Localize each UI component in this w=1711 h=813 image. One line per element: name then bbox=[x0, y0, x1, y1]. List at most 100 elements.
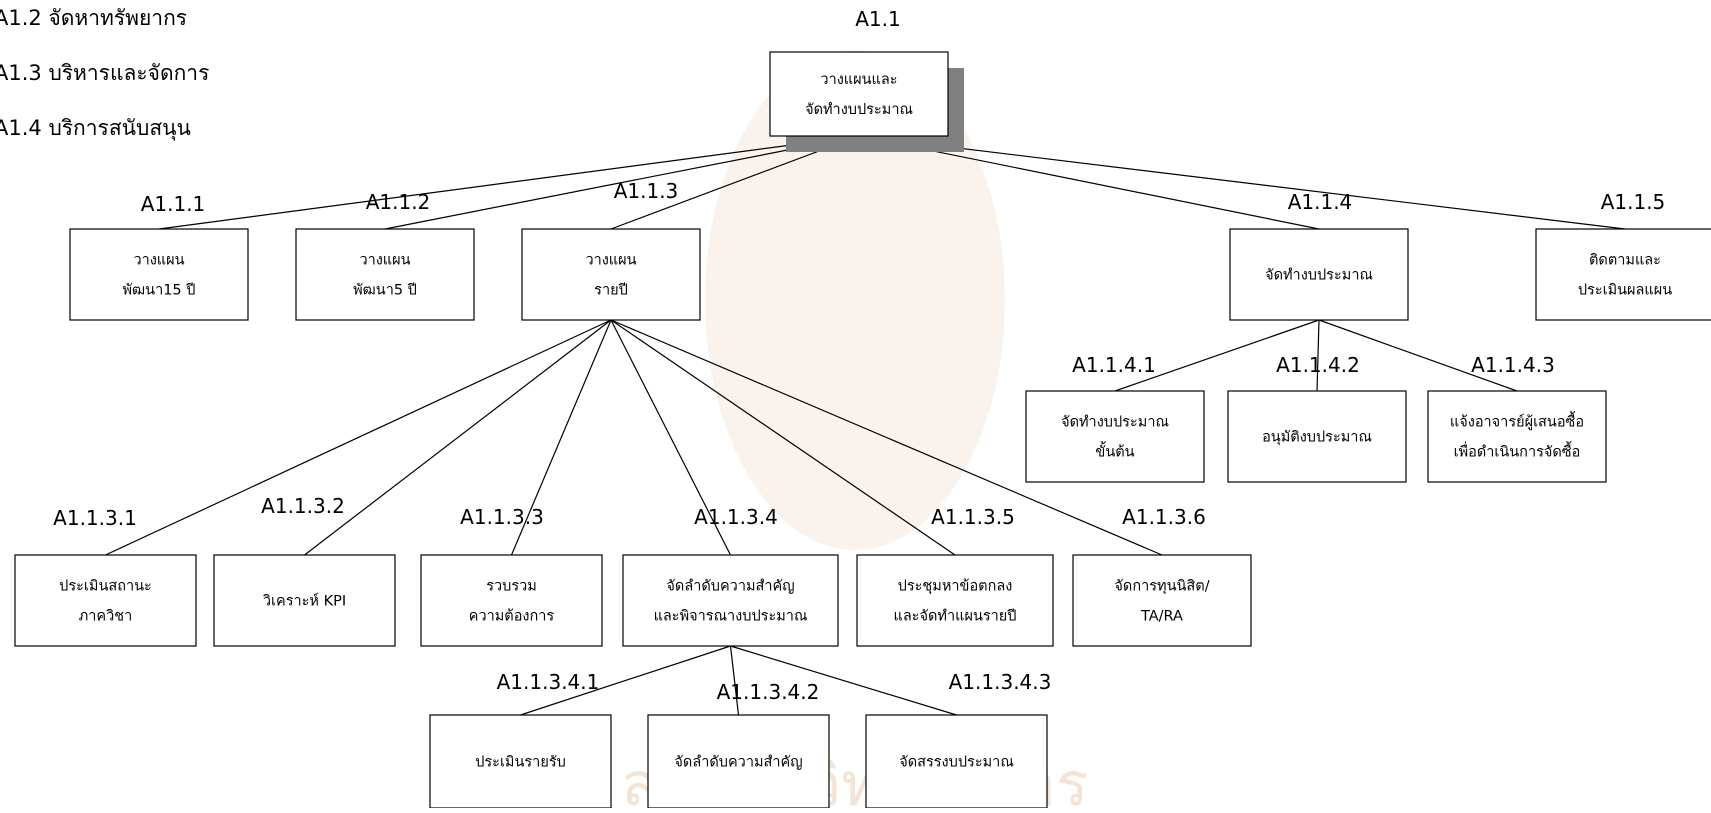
node-box bbox=[429, 714, 612, 809]
node-a1-1-4-3: แจ้งอาจารย์ผู้เสนอซื้อเพื่อดำเนินการจัดซ… bbox=[1427, 353, 1607, 483]
node-box bbox=[647, 714, 830, 809]
node-code: A1.1.3 bbox=[614, 179, 679, 203]
node-box bbox=[14, 554, 197, 647]
node-label-line: วางแผน bbox=[359, 253, 410, 269]
node-label-line: ภาควิชา bbox=[79, 609, 133, 625]
node-code: A1.1.3.3 bbox=[460, 505, 544, 529]
node-label-line: จัดลำดับความสำคัญ bbox=[666, 579, 794, 595]
node-label-line: ติดตามและ bbox=[1589, 253, 1661, 269]
node-box bbox=[1229, 228, 1409, 321]
node-a1-1-3-4-3: จัดสรรงบประมาณ A1.1.3.4.3 bbox=[865, 670, 1052, 809]
node-box bbox=[521, 228, 701, 321]
node-label-line: ประเมินรายรับ bbox=[475, 755, 566, 771]
edge-a1-1-3-to-a1-1-3-3 bbox=[510, 319, 612, 556]
edge-a1-1-4-to-a1-1-4-3 bbox=[1318, 319, 1518, 392]
node-label-line: จัดลำดับความสำคัญ bbox=[674, 755, 802, 771]
node-label-line: จัดสรรงบประมาณ bbox=[899, 755, 1014, 771]
edge-a1-1-3-to-a1-1-3-1 bbox=[105, 319, 612, 556]
node-code: A1.1.3.5 bbox=[931, 505, 1015, 529]
node-box bbox=[865, 714, 1048, 809]
node-label-line: จัดทำงบประมาณ bbox=[1265, 268, 1373, 284]
node-code: A1.1.3.2 bbox=[261, 494, 345, 518]
legend: A1.2 จัดหาทรัพยากร A1.3 บริหารและจัดการ … bbox=[0, 6, 209, 141]
node-label-line: ประชุมหาข้อตกลง bbox=[898, 578, 1013, 595]
node-label-line: และจัดทำแผนรายปี bbox=[893, 608, 1016, 625]
node-label-line: วางแผนและ bbox=[820, 72, 897, 88]
node-label-line: วิเคราะห์ KPI bbox=[263, 593, 346, 610]
node-box bbox=[1227, 390, 1407, 483]
node-label-line: พัฒนา5 ปี bbox=[353, 282, 417, 299]
node-code: A1.1.2 bbox=[366, 190, 431, 214]
edge-a1-1-3-4-to-a1-1-3-4-3 bbox=[730, 645, 957, 716]
node-label-line: วางแผน bbox=[585, 253, 636, 269]
node-code: A1.1 bbox=[855, 7, 901, 31]
connector-lines bbox=[105, 135, 1626, 716]
edge-a1-1-3-to-a1-1-3-2 bbox=[304, 319, 612, 556]
node-label-line: จัดการทุนนิสิต/ bbox=[1114, 579, 1209, 595]
node-a1-1-3-4-2: จัดลำดับความสำคัญ A1.1.3.4.2 bbox=[647, 680, 830, 809]
node-box bbox=[856, 554, 1054, 647]
node-box bbox=[1535, 228, 1711, 321]
node-label-line: และพิจารณางบประมาณ bbox=[654, 609, 808, 625]
node-label-line: จัดทำงบประมาณ bbox=[805, 102, 913, 118]
node-a1-1-3-6: จัดการทุนนิสิต/TA/RA A1.1.3.6 bbox=[1072, 505, 1252, 647]
edge-a1-1-to-a1-1-1 bbox=[158, 135, 860, 230]
node-box bbox=[769, 51, 949, 137]
node-code: A1.1.4.1 bbox=[1072, 353, 1156, 377]
node-label-line: ประเมินผลแผน bbox=[1578, 283, 1672, 299]
edge-a1-1-3-to-a1-1-3-6 bbox=[610, 319, 1163, 556]
node-label-line: พัฒนา15 ปี bbox=[123, 282, 196, 299]
node-label-line: วางแผน bbox=[133, 253, 184, 269]
node-label-line: แจ้งอาจารย์ผู้เสนอซื้อ bbox=[1450, 411, 1584, 431]
node-label-line: ความต้องการ bbox=[469, 608, 555, 625]
node-code: A1.1.4 bbox=[1288, 190, 1353, 214]
node-label-line: อนุมัติงบประมาณ bbox=[1262, 430, 1372, 446]
node-code: A1.1.1 bbox=[141, 192, 206, 216]
node-box bbox=[622, 554, 839, 647]
node-code: A1.1.3.1 bbox=[53, 506, 137, 530]
node-label-line: รายปี bbox=[594, 282, 628, 299]
node-code: A1.1.5 bbox=[1601, 190, 1666, 214]
node-label-line: ขั้นต้น bbox=[1095, 441, 1134, 461]
node-code: A1.1.3.6 bbox=[1122, 505, 1206, 529]
edge-a1-1-to-a1-1-2 bbox=[384, 135, 860, 230]
node-label-line: TA/RA bbox=[1140, 609, 1183, 625]
node-label-line: รวบรวม bbox=[486, 579, 537, 595]
node-box bbox=[295, 228, 475, 321]
node-code: A1.1.4.2 bbox=[1276, 353, 1360, 377]
node-label-line: เพื่อดำเนินการจัดซื้อ bbox=[1454, 441, 1581, 461]
edge-a1-1-4-to-a1-1-4-1 bbox=[1114, 319, 1320, 392]
watermark: สถาบันวิทยบริการ bbox=[622, 50, 1088, 813]
legend-item-a1-3: A1.3 บริหารและจัดการ bbox=[0, 61, 209, 85]
node-a1-1-3-2: วิเคราะห์ KPI A1.1.3.2 bbox=[213, 494, 396, 647]
node-box bbox=[69, 228, 249, 321]
node-code: A1.1.3.4 bbox=[694, 505, 778, 529]
edge-a1-1-to-a1-1-5 bbox=[858, 135, 1626, 230]
node-code: A1.1.3.4.1 bbox=[497, 670, 600, 694]
node-a1-1-4: จัดทำงบประมาณ A1.1.4 bbox=[1229, 190, 1409, 321]
node-box bbox=[213, 554, 396, 647]
edge-a1-1-3-4-to-a1-1-3-4-2 bbox=[729, 645, 740, 716]
node-label-line: จัดทำงบประมาณ bbox=[1061, 415, 1169, 431]
edge-a1-1-3-4-to-a1-1-3-4-1 bbox=[520, 645, 731, 716]
node-a1-1-4-2: อนุมัติงบประมาณ A1.1.4.2 bbox=[1227, 353, 1407, 483]
node-box bbox=[420, 554, 603, 647]
node-code: A1.1.3.4.2 bbox=[717, 680, 820, 704]
node-label-line: ประเมินสถานะ bbox=[59, 579, 152, 595]
node-box bbox=[1427, 390, 1607, 483]
node-code: A1.1.4.3 bbox=[1471, 353, 1555, 377]
node-code: A1.1.3.4.3 bbox=[949, 670, 1052, 694]
edge-a1-1-4-to-a1-1-4-2 bbox=[1316, 319, 1320, 392]
